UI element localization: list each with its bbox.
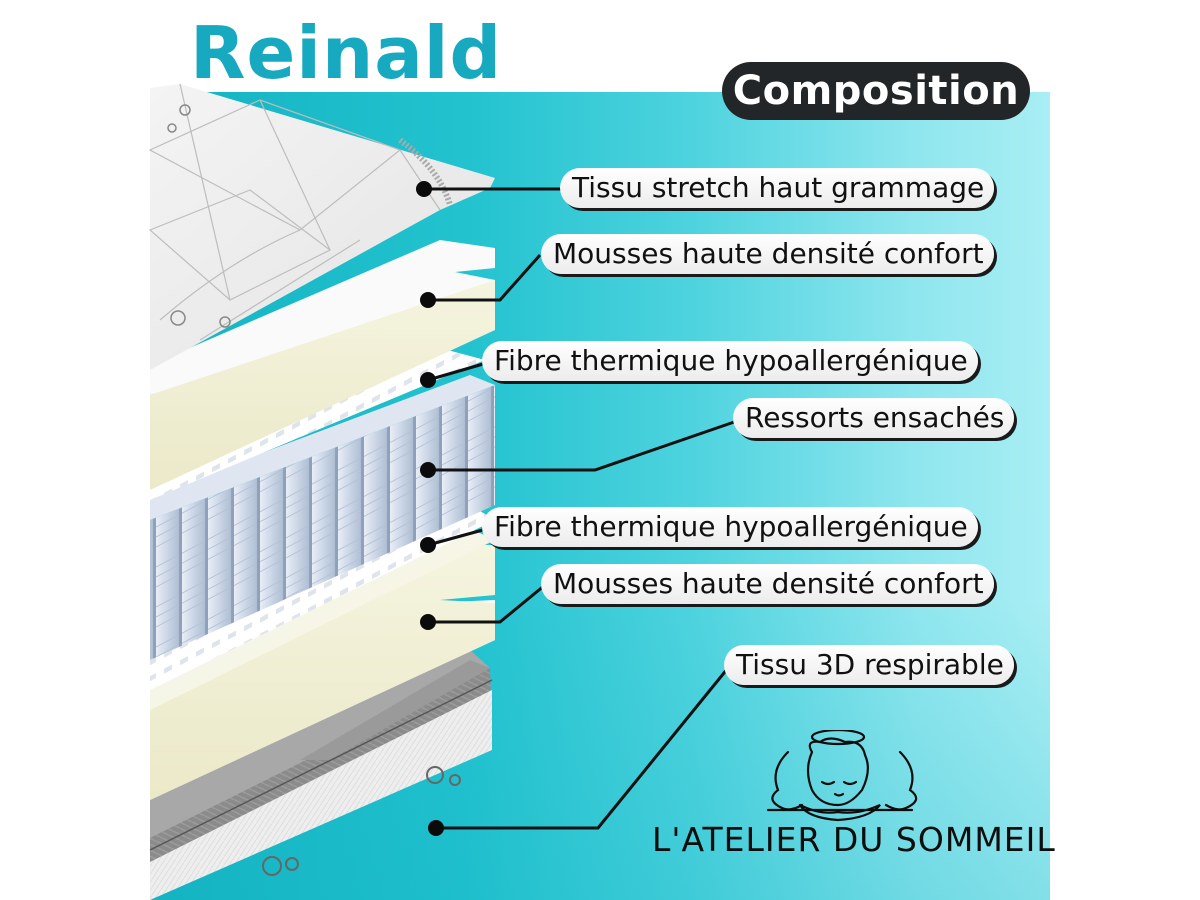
layer-label-fibre-bottom: Fibre thermique hypoallergénique	[482, 507, 978, 547]
layer-label-mousses-bottom: Mousses haute densité confort	[541, 564, 994, 604]
upper-foam-layer	[150, 240, 495, 490]
top-quilted-fabric	[148, 83, 495, 370]
composition-badge: Composition	[722, 62, 1030, 120]
upper-fibre-ladder	[150, 348, 485, 500]
layer-label-mousses-top: Mousses haute densité confort	[541, 234, 994, 274]
sleeping-angel-icon	[766, 730, 918, 822]
callout-connectors	[424, 187, 741, 830]
callout-dots	[416, 181, 444, 836]
layer-label-fibre-top: Fibre thermique hypoallergénique	[482, 341, 978, 381]
product-title: Reinald	[190, 11, 503, 95]
base-layer-3d-fabric	[149, 650, 493, 900]
lower-fibre-ladder	[150, 505, 495, 690]
brand-name: L'ATELIER DU SOMMEIL	[652, 820, 1056, 859]
layer-label-ressorts: Ressorts ensachés	[733, 398, 1015, 438]
layer-label-tissu-3d: Tissu 3D respirable	[724, 645, 1014, 685]
lower-foam-layer	[150, 515, 495, 800]
layer-label-tissu-stretch: Tissu stretch haut grammage	[560, 168, 995, 208]
pocket-springs-layer	[150, 375, 495, 660]
